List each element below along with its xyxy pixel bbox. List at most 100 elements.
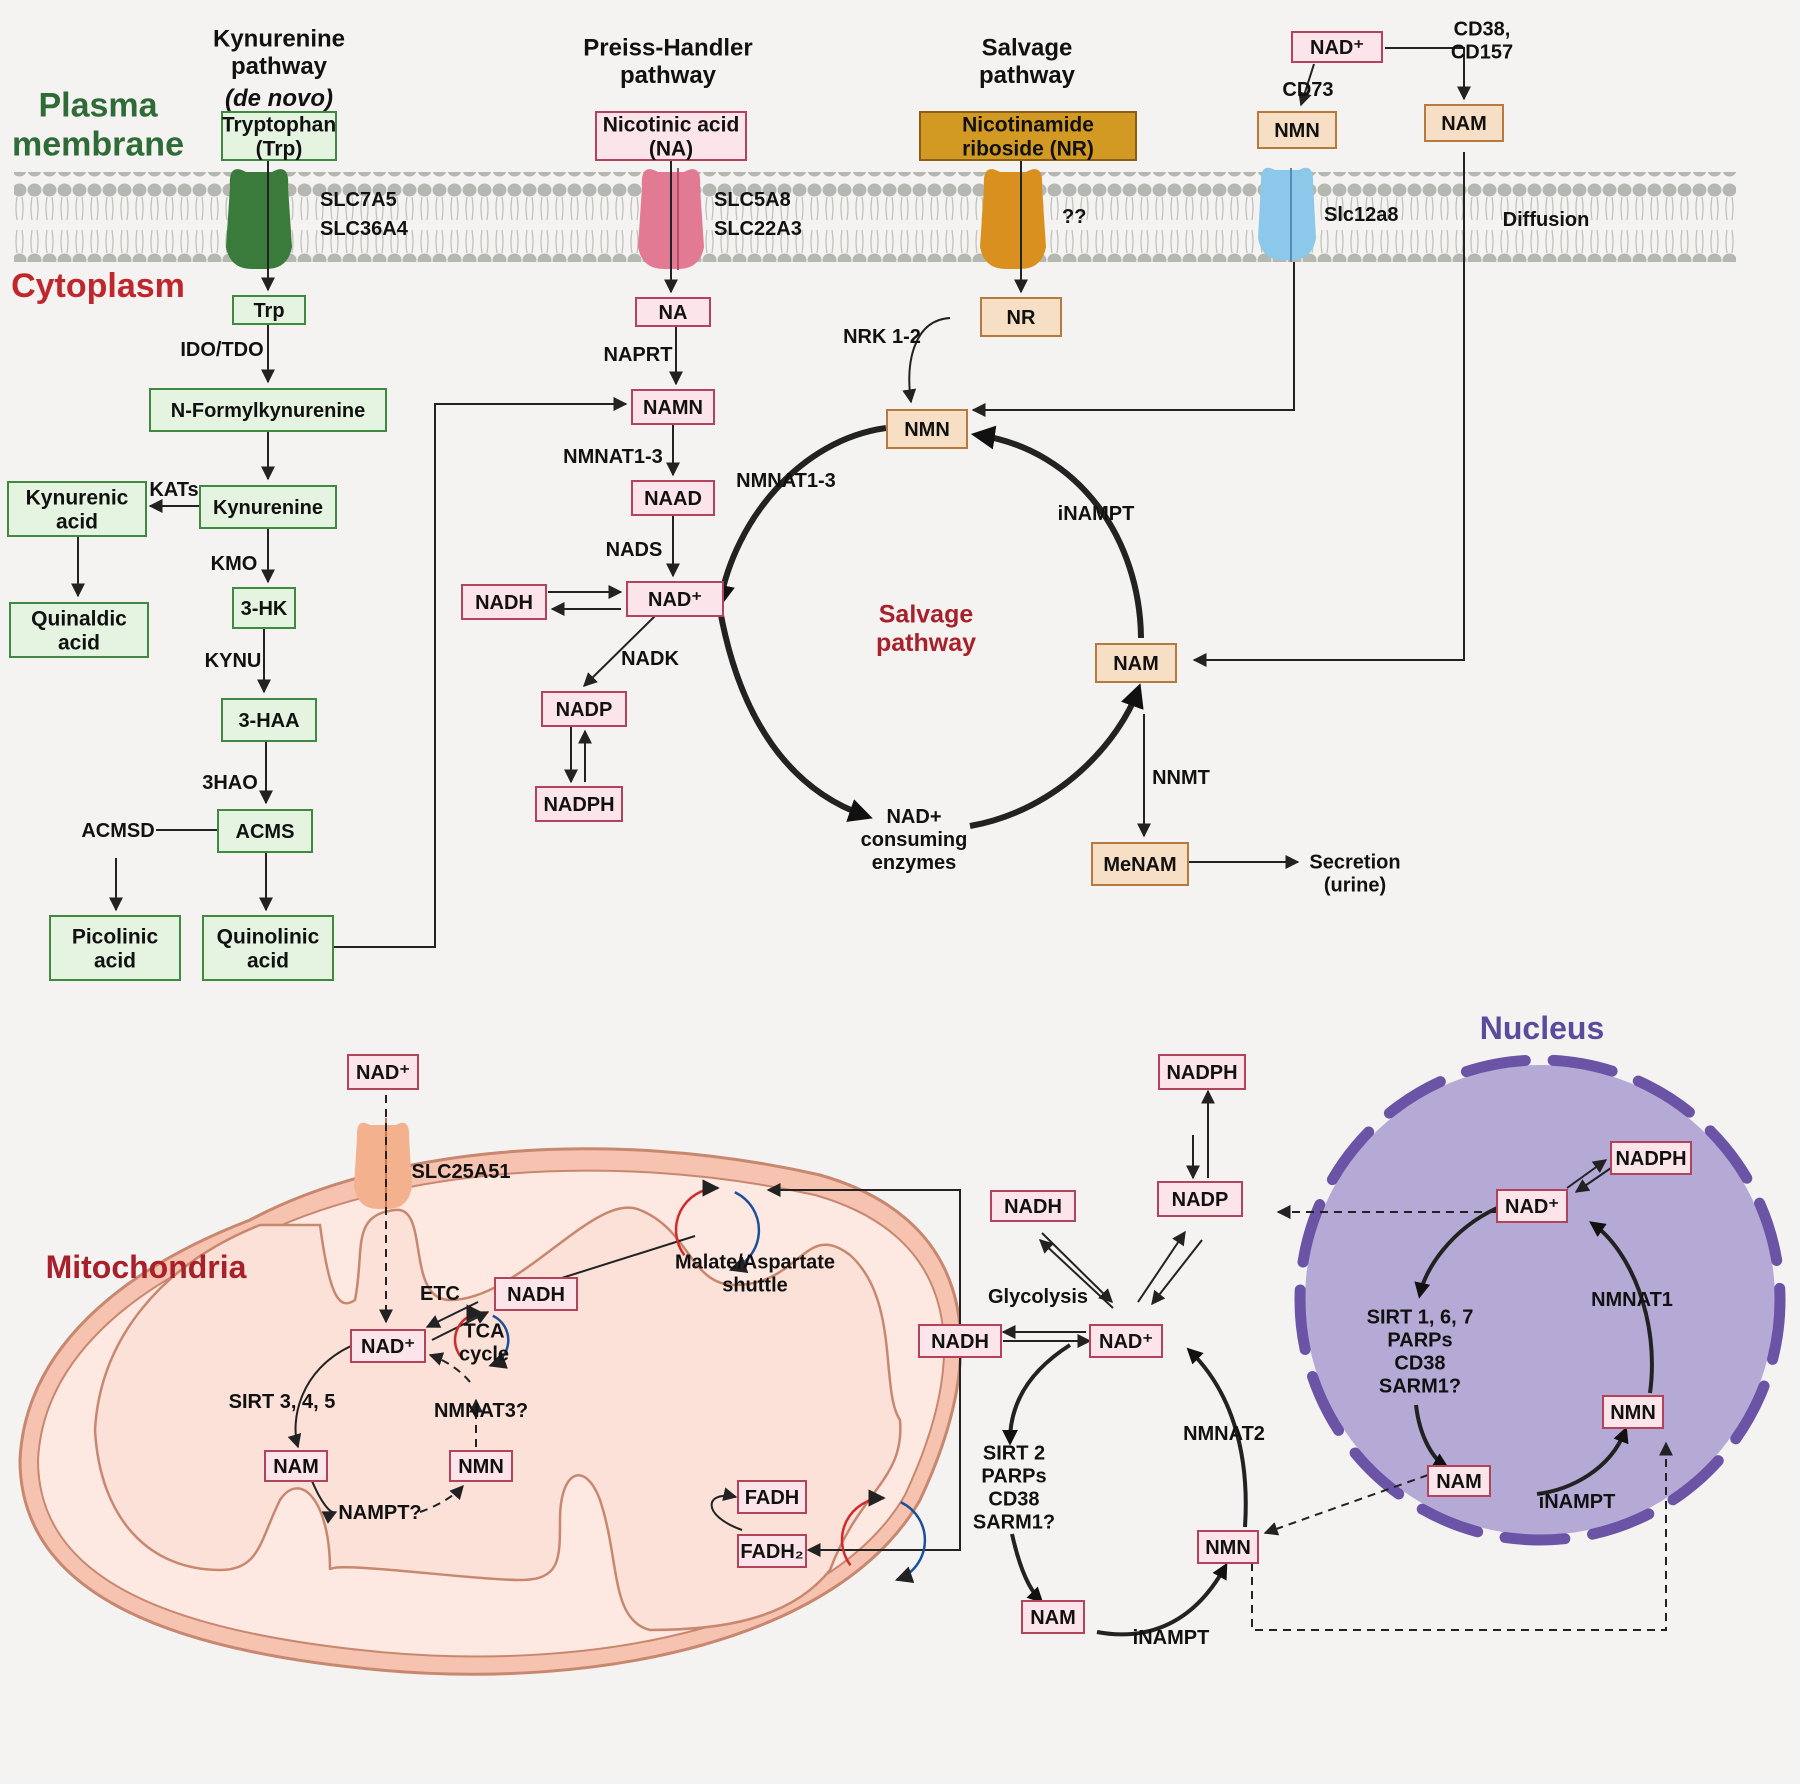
nucleus-label: Nucleus [1480,1010,1604,1046]
node-nadh-c: NADH [461,584,547,620]
redox-arc-red [453,1304,484,1357]
nodes: Tryptophan(Trp)Nicotinic acid(NA)Nicotin… [7,31,1692,1634]
preiss-handler-header-line-2: pathway [620,62,717,89]
edge-arrow [1096,1562,1228,1637]
label-cd38-line-1: CD38, [1454,19,1511,41]
label-ido: IDO/TDO [180,339,263,361]
mitochondria-label: Mitochondria [46,1249,247,1285]
preiss-handler-header-line-1: Preiss-Handler [583,35,752,62]
label-sirt2-line-3: CD38 [988,1489,1039,1511]
node-acms: ACMS [217,809,313,853]
node-label-na-out-line-2: (NA) [649,137,693,160]
transporter-slc25a51 [354,1118,412,1215]
label-nadk: NADK [621,648,679,670]
edge-arrow [711,425,887,610]
node-nmn-c: NMN [886,409,968,449]
node-label-nadh-l2: NADH [931,1331,989,1353]
node-label-nad-m: NAD⁺ [361,1336,415,1358]
label-qq: ?? [1062,206,1086,228]
label-slc25a51: SLC25A51 [412,1161,511,1183]
node-hk: 3-HK [232,587,296,629]
label-inampt-n: iNAMPT [1539,1491,1616,1513]
node-nam-m: NAM [264,1450,328,1482]
node-label-kyn-acid-line-1: Kynurenic [26,486,129,509]
node-label-nadph-l: NADPH [1166,1062,1237,1084]
node-label-nadh-c: NADH [475,592,533,614]
node-label-na-in: NA [659,302,688,324]
node-label-trp-out-line-2: (Trp) [256,137,303,160]
label-consuming-line-2: consuming [861,829,968,851]
node-label-nam-l: NAM [1030,1607,1076,1629]
label-cd38-line-2: CD157 [1451,42,1513,64]
node-menam: MeNAM [1091,842,1189,886]
edge-arrow [1414,1206,1498,1299]
edge-arrow [1010,1533,1044,1604]
kynurenine-pathway-subheader: (de novo) [225,85,333,112]
node-label-nam-ext: NAM [1441,113,1487,135]
node-label-quinolinic-line-1: Quinolinic [217,925,320,948]
edge-arrow [717,609,873,822]
label-naprt: NAPRT [604,344,673,366]
node-label-picolinic-line-1: Picolinic [72,925,159,948]
node-label-quin-acid-line-2: acid [58,631,100,654]
edge-arrow [583,615,656,687]
node-label-nadph-n: NADPH [1615,1148,1686,1170]
edge-arrow [1151,1239,1203,1306]
edge-arrow [766,1183,961,1343]
node-label-namn: NAMN [643,397,703,419]
node-nam-ext: NAM [1424,104,1504,142]
node-label-naad: NAAD [644,488,702,510]
node-label-na-out-line-1: Nicotinic acid [603,113,740,136]
node-nfk: N-Formylkynurenine [149,388,387,432]
edge-arrow [806,1343,961,1557]
node-label-kynurenine: Kynurenine [213,497,323,519]
label-nmnat2: NMNAT2 [1183,1423,1265,1445]
node-nr-in: NR [980,297,1062,337]
label-inampt-l: iNAMPT [1133,1627,1210,1649]
label-inampt-c: iNAMPT [1058,503,1135,525]
edge-arrow [1192,152,1465,667]
node-label-hk: 3-HK [241,598,288,620]
label-cd73: CD73 [1282,79,1333,101]
node-label-trp-out-line-1: Tryptophan [222,113,336,136]
node-label-haa: 3-HAA [238,710,299,732]
label-sirt167-line-4: SARM1? [1379,1376,1461,1398]
label-sirt167-line-2: PARPs [1387,1330,1452,1352]
salvage-pathway-center-label-line-2: pathway [876,629,976,657]
label-hao: 3HAO [202,772,258,794]
label-secretion-line-1: Secretion [1309,852,1400,874]
node-label-nad-c: NAD⁺ [648,589,702,611]
label-sirt2-line-2: PARPs [981,1466,1046,1488]
node-nam-n: NAM [1427,1465,1491,1497]
redox-arc-red [674,1179,720,1256]
edge-arrow [1414,1404,1450,1469]
edge-arrow [1251,1441,1673,1631]
node-naad: NAAD [631,480,715,516]
node-kynurenine: Kynurenine [199,485,337,529]
label-slc12a8: Slc12a8 [1324,204,1399,226]
node-nmn-n: NMN [1602,1395,1664,1429]
edge-arrow [311,1480,338,1524]
edge-arrow [1385,47,1471,101]
label-kmo: KMO [211,553,258,575]
label-slc22a3: SLC22A3 [714,218,802,240]
node-label-nfk: N-Formylkynurenine [171,400,365,422]
node-nam-l: NAM [1021,1600,1085,1634]
cytoplasm-label: Cytoplasm [11,267,185,305]
node-label-nadp-c: NADP [556,699,613,721]
node-nad-l: NAD⁺ [1089,1324,1163,1358]
node-label-menam: MeNAM [1103,854,1176,876]
node-nadp-l: NADP [1157,1181,1243,1217]
node-nam-c: NAM [1095,643,1177,683]
edge-arrow [969,683,1144,829]
edge-arrow [1263,1474,1429,1536]
node-label-acms: ACMS [236,821,295,843]
label-tca-line-1: TCA [463,1321,504,1343]
edge-arrow [1298,63,1315,107]
label-nrk: NRK 1-2 [843,326,921,348]
node-label-nad-mito-top: NAD⁺ [356,1062,410,1084]
labels: PlasmamembraneCytoplasmMitochondriaNucle… [11,19,1673,1650]
label-kynu: KYNU [205,650,262,672]
label-consuming-line-1: NAD+ [886,806,941,828]
